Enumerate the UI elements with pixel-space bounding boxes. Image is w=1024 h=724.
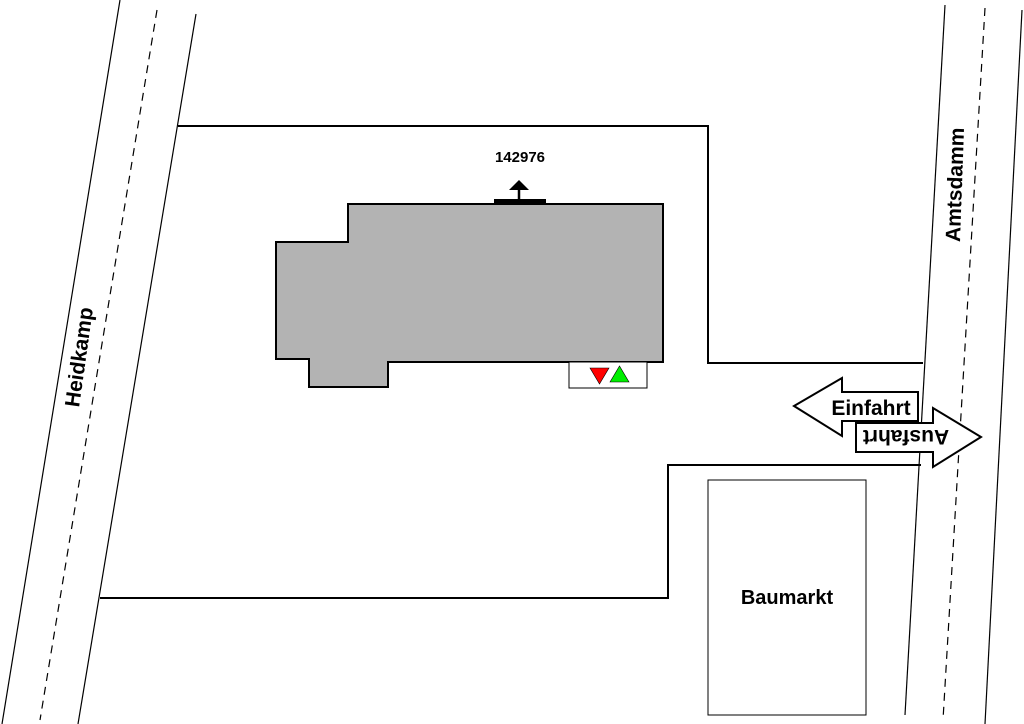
exit-arrow-label: Ausfahrt bbox=[863, 425, 949, 448]
street-label-amtsdamm: Amtsdamm bbox=[942, 127, 969, 242]
entrance-bar bbox=[494, 199, 546, 204]
road-amtsdamm bbox=[904, 4, 1023, 724]
street-label-heidkamp: Heidkamp bbox=[61, 306, 98, 409]
road-edge bbox=[1, 0, 121, 724]
marker-box bbox=[568, 361, 648, 389]
entry-arrow-label: Einfahrt bbox=[831, 397, 910, 420]
road-edge bbox=[984, 9, 1023, 724]
property-boundary-upper bbox=[178, 125, 923, 364]
triangle-down-icon bbox=[589, 367, 610, 385]
road-centerline bbox=[39, 9, 158, 721]
road-heidkamp bbox=[1, 0, 197, 724]
neighbor-building bbox=[707, 479, 867, 716]
road-edge bbox=[77, 13, 197, 724]
road-edge bbox=[904, 4, 946, 716]
neighbor-label: Baumarkt bbox=[741, 587, 834, 609]
property-boundary-lower bbox=[100, 464, 921, 599]
entry-arrow bbox=[792, 376, 919, 438]
triangle-up-icon bbox=[609, 365, 630, 383]
entrance-arrow-icon bbox=[509, 180, 529, 190]
building-id-label: 142976 bbox=[495, 149, 545, 166]
building bbox=[275, 203, 664, 388]
exit-arrow bbox=[855, 406, 983, 469]
road-centerline bbox=[942, 7, 986, 721]
